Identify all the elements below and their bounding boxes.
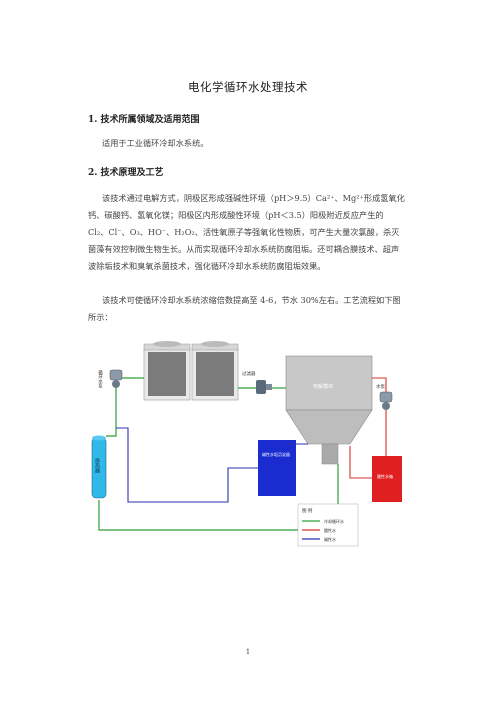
acid-water-pipes	[349, 377, 387, 479]
heat-exchanger-label: 换热器	[94, 457, 100, 474]
document-title: 电化学循环水处理技术	[188, 80, 308, 94]
circulation-pump-left	[109, 369, 123, 388]
heat-exchanger	[91, 435, 107, 499]
filter-label: 过滤器	[242, 370, 256, 377]
legend-alkaline: 碱性水	[324, 536, 336, 542]
legend-title: 图 例	[302, 507, 313, 514]
cooling-tower-right	[191, 341, 239, 401]
section-1-heading: 1. 技术所属领域及适用范围	[88, 115, 200, 125]
alkaline-tank	[258, 440, 296, 496]
electrolysis-module	[285, 355, 373, 465]
electrolysis-label: 电解模块	[313, 383, 333, 390]
process-flow-diagram: 循环水泵 换热器 过滤器 电解模块 水泵 碱性水垢沉淀器 酸性水箱	[91, 341, 402, 547]
page-number: 1	[245, 648, 251, 656]
alkaline-water-pipes	[116, 427, 308, 503]
section-1-paragraph: 适用于工业循环冷却水系统。	[102, 138, 209, 148]
acid-tank-label: 酸性水箱	[377, 473, 393, 479]
legend-cooling: 冷却循环水	[324, 518, 344, 524]
pump-right-label: 水泵	[376, 383, 385, 390]
section-2-heading: 2. 技术原理及工艺	[88, 168, 164, 178]
alkaline-tank-label: 碱性水垢沉淀器	[262, 451, 290, 457]
pump-left-label: 循环水泵	[98, 369, 103, 389]
section-2-paragraph-1: 该技术通过电解方式，阴极区形成强碱性环境（pH＞9.5）Ca²⁺、Mg²⁺形成氢…	[88, 193, 405, 271]
section-2-paragraph-2: 该技术可使循环冷却水系统浓缩倍数提高至 4-6，节水 30%左右。工艺流程如下图…	[88, 295, 401, 322]
legend-acid: 酸性水	[324, 527, 336, 533]
acid-tank	[372, 456, 402, 502]
filter	[256, 380, 272, 394]
pump-right	[379, 391, 393, 410]
legend: 图 例 冷却循环水 酸性水 碱性水	[297, 503, 359, 547]
cooling-water-pipes	[98, 377, 339, 531]
cooling-tower-left	[143, 341, 191, 401]
